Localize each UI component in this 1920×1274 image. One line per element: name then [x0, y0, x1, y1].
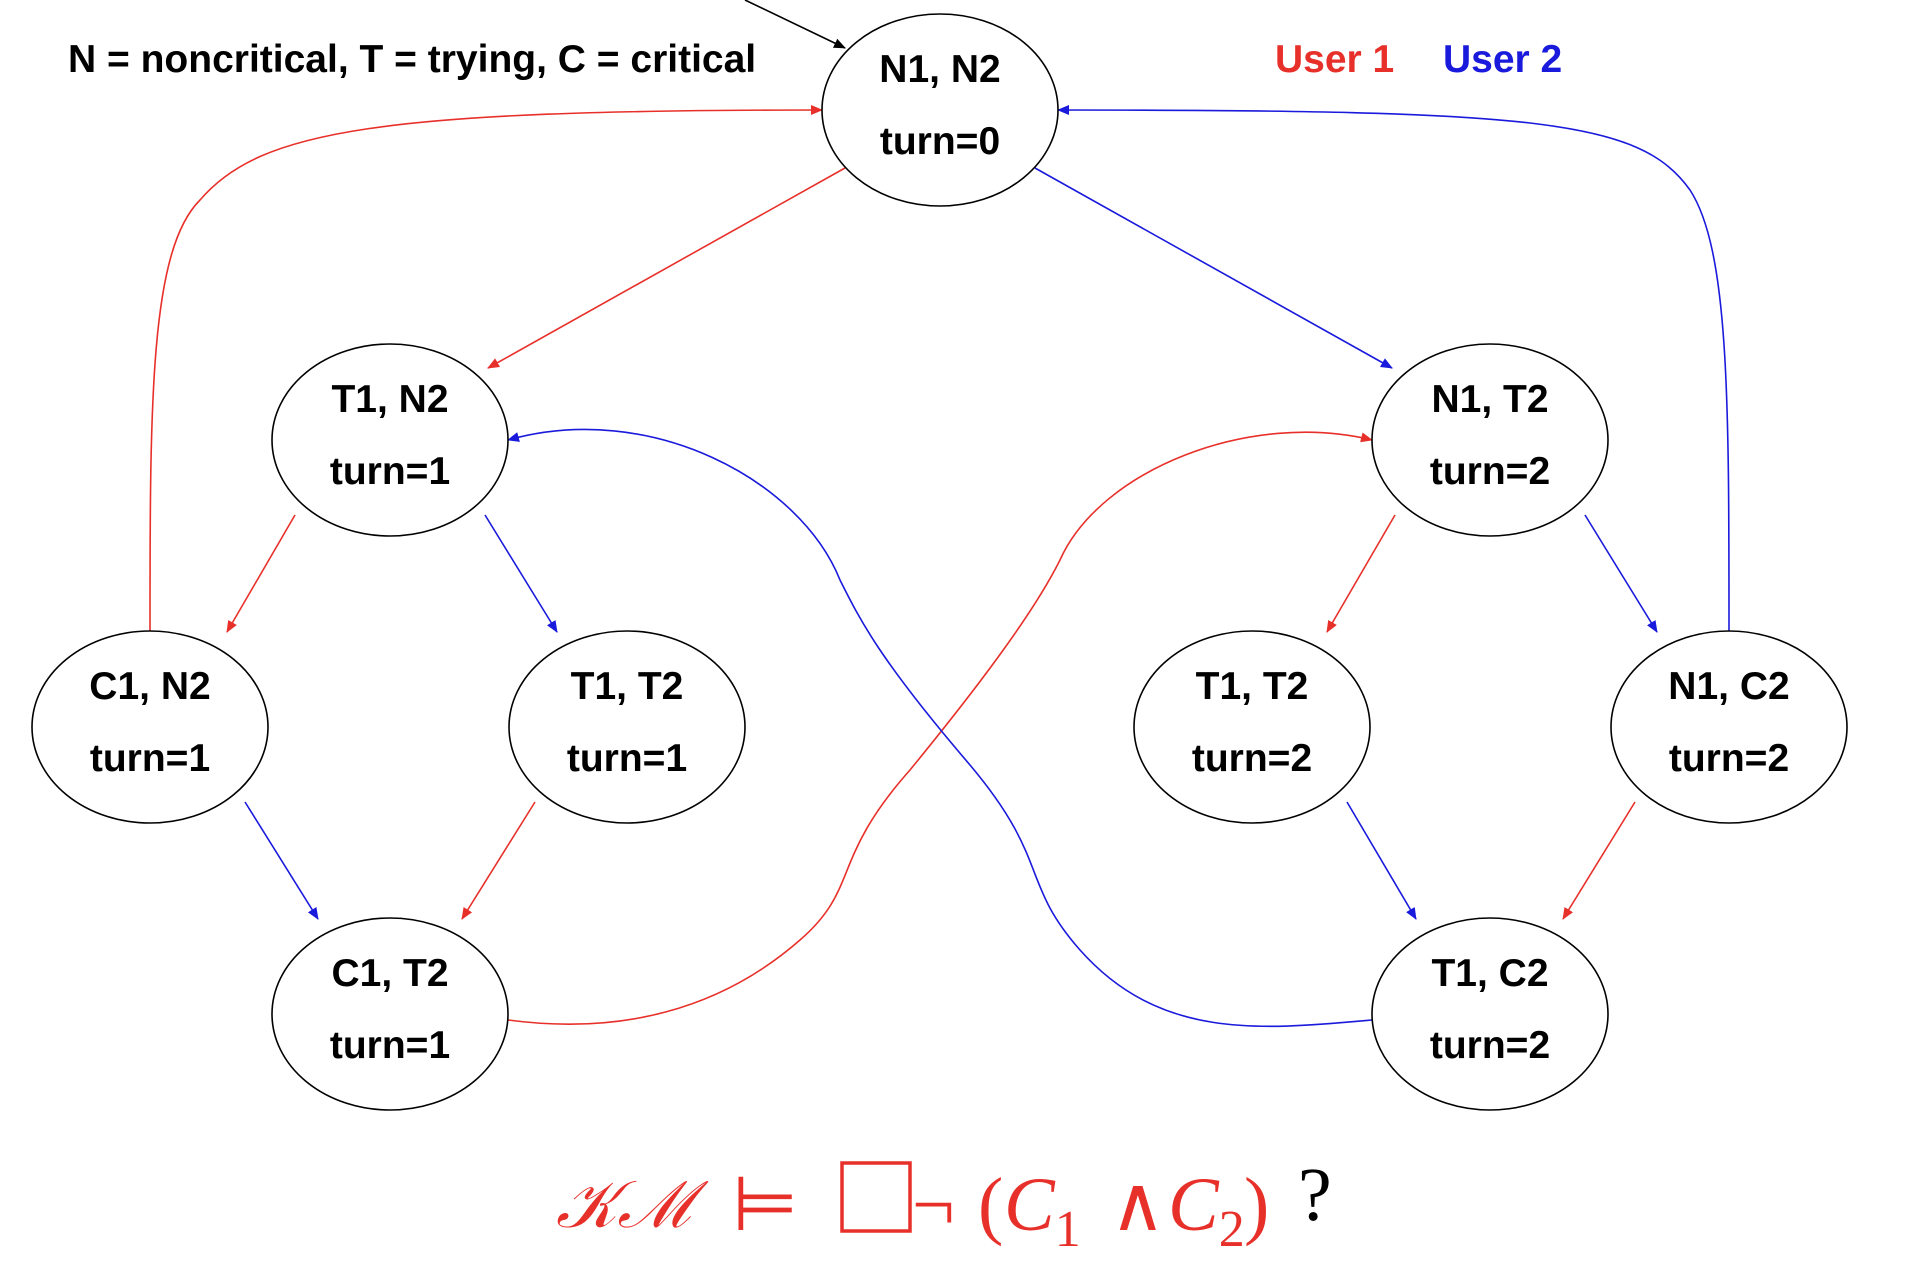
formula-c1: C1: [1004, 1163, 1081, 1258]
state-node-t1t2b: T1, T2 turn=2: [1133, 630, 1371, 824]
state-turn-label: turn=1: [90, 737, 210, 780]
edge-n1c2-to-t1c2-user1: [1562, 801, 1636, 920]
legend-user2: User 2: [1443, 38, 1562, 81]
state-label: C1, N2: [89, 665, 210, 708]
state-turn-label: turn=1: [567, 737, 687, 780]
state-node-n1n2: N1, N2 turn=0: [821, 13, 1059, 207]
state-node-t1t2a: T1, T2 turn=1: [508, 630, 746, 824]
state-node-c1t2: C1, T2 turn=1: [271, 917, 509, 1111]
formula-open-paren: (: [978, 1163, 1003, 1247]
state-turn-label: turn=2: [1430, 1024, 1550, 1067]
legend-user1: User 1: [1275, 38, 1394, 81]
legend-text: N = noncritical, T = trying, C = critica…: [68, 38, 756, 81]
formula-models-symbol: ⊨: [732, 1163, 798, 1247]
state-label: T1, T2: [1196, 665, 1309, 708]
edge-t1t2b-to-t1c2-user2: [1346, 801, 1417, 920]
edge-n1t2-to-t1t2b-user1: [1326, 514, 1396, 633]
state-label: T1, T2: [571, 665, 684, 708]
edge-layer: [149, 105, 1730, 1028]
state-ellipse: [508, 630, 746, 824]
ctl-formula: 𝒦ℳ ⊨ ¬ ( C1 ∧ C2 ) ?: [556, 1153, 1332, 1258]
state-turn-label: turn=0: [880, 120, 1000, 163]
formula-neg: ¬: [912, 1163, 955, 1247]
formula-c2: C2: [1168, 1163, 1245, 1258]
state-label: T1, N2: [331, 378, 448, 421]
state-ellipse: [1610, 630, 1848, 824]
state-turn-label: turn=1: [330, 450, 450, 493]
formula-box-operator: [840, 1161, 912, 1233]
state-label: T1, C2: [1431, 952, 1548, 995]
edge-n1n2-to-t1n2-user1: [487, 167, 846, 369]
state-label: N1, N2: [879, 48, 1000, 91]
formula-model: 𝒦ℳ: [556, 1166, 709, 1243]
edge-t1t2a-to-c1t2-user1: [461, 801, 536, 920]
state-label: N1, C2: [1668, 665, 1789, 708]
state-label: C1, T2: [331, 952, 448, 995]
edge-n1t2-to-n1c2-user2: [1584, 514, 1658, 633]
state-ellipse: [1371, 343, 1609, 537]
state-ellipse: [271, 343, 509, 537]
state-ellipse: [1133, 630, 1371, 824]
edge-t1n2-to-t1t2a-user2: [484, 514, 558, 633]
state-ellipse: [821, 13, 1059, 207]
formula-close-paren: ): [1244, 1163, 1269, 1247]
state-node-t1n2: T1, N2 turn=1: [271, 343, 509, 537]
state-ellipse: [31, 630, 269, 824]
state-turn-label: turn=1: [330, 1024, 450, 1067]
edge-t1n2-to-c1n2-user1: [226, 514, 296, 633]
state-label: N1, T2: [1431, 378, 1548, 421]
state-node-n1t2: N1, T2 turn=2: [1371, 343, 1609, 537]
state-ellipse: [1371, 917, 1609, 1111]
state-turn-label: turn=2: [1192, 737, 1312, 780]
state-ellipse: [271, 917, 509, 1111]
formula-and: ∧: [1110, 1163, 1166, 1247]
state-node-c1n2: C1, N2 turn=1: [31, 630, 269, 824]
edge-c1n2-to-c1t2-user2: [244, 801, 319, 920]
state-turn-label: turn=2: [1430, 450, 1550, 493]
edge-n1n2-to-n1t2-user2: [1034, 167, 1393, 369]
edge-c1n2-to-n1n2-user1: [149, 105, 823, 633]
edge-n1c2-to-n1n2-user2: [1057, 105, 1730, 633]
edge-t1c2-to-t1n2-user2: [507, 428, 1373, 1028]
state-turn-label: turn=2: [1669, 737, 1789, 780]
state-node-t1c2: T1, C2 turn=2: [1371, 917, 1609, 1111]
edge-c1t2-to-n1t2-user1: [507, 431, 1373, 1025]
state-node-n1c2: N1, C2 turn=2: [1610, 630, 1848, 824]
formula-question: ?: [1298, 1153, 1332, 1237]
initial-state-arrow: [744, 0, 846, 49]
